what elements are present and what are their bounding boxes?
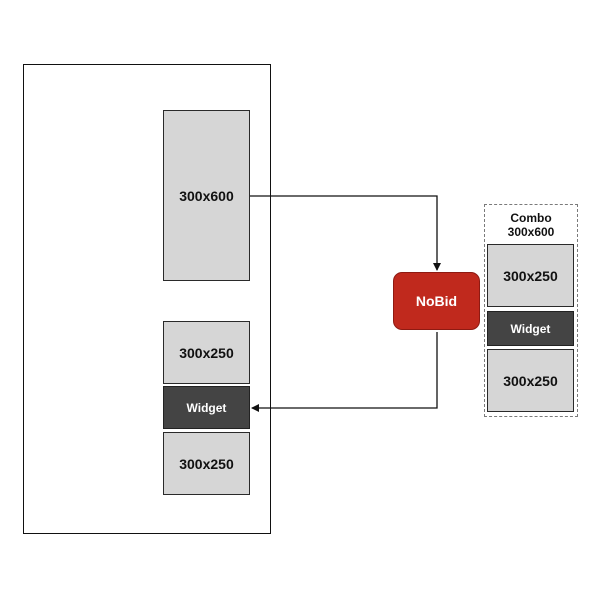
combo-title-line2: 300x600 [507,225,555,239]
ad-slot-300x600-label: 300x600 [179,187,234,204]
arrow-slot-to-nobid [250,195,441,271]
combo-widget: Widget [487,311,574,346]
widget-slot: Widget [163,386,250,429]
ad-slot-300x250-lower-label: 300x250 [179,455,234,472]
combo-widget-label: Widget [510,321,551,336]
combo-slot-300x250-upper: 300x250 [487,244,574,307]
ad-slot-300x600: 300x600 [163,110,250,281]
ad-slot-300x250-lower: 300x250 [163,432,250,495]
combo-slot-300x250-lower-label: 300x250 [503,372,558,389]
combo-title-line1: Combo [510,211,552,225]
ad-slot-300x250-upper: 300x250 [163,321,250,384]
nobid-label: NoBid [415,293,458,309]
widget-slot-label: Widget [186,400,227,415]
combo-slot-300x250-lower: 300x250 [487,349,574,412]
combo-title: Combo 300x600 [484,211,578,239]
combo-slot-300x250-upper-label: 300x250 [503,267,558,284]
arrow-nobid-to-widget [251,332,438,412]
ad-slot-300x250-upper-label: 300x250 [179,344,234,361]
nobid-node: NoBid [393,272,480,330]
